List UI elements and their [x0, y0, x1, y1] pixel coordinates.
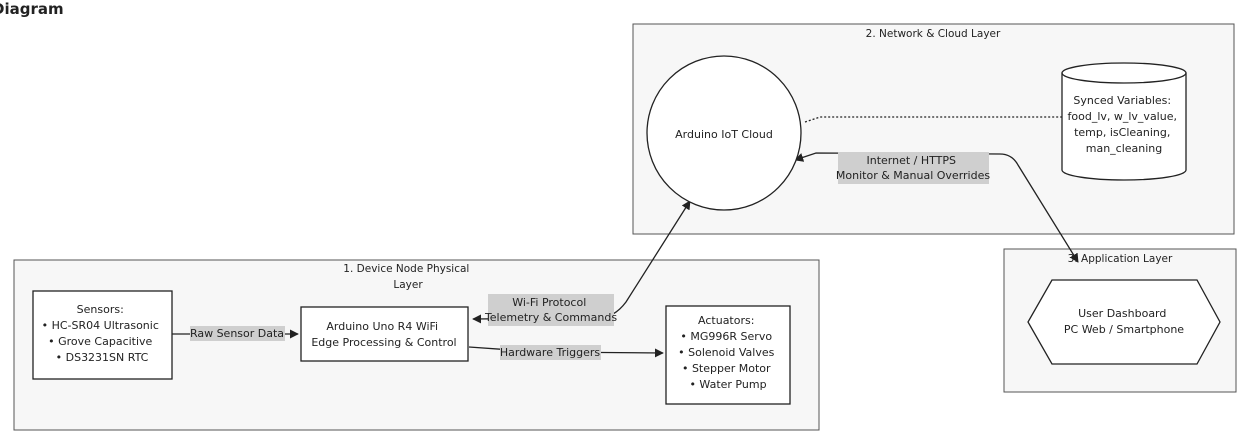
- sensors-node-label: Sensors: • HC-SR04 Ultrasonic • Grove Ca…: [42, 303, 163, 364]
- arduino-node: [300, 306, 469, 362]
- wifi-label-bg: [488, 294, 614, 326]
- device-layer-title: 1. Device Node Physical Layer: [343, 263, 472, 291]
- wifi-label: Wi-Fi Protocol Telemetry & Commands: [484, 296, 617, 324]
- dashboard-node: [1027, 279, 1221, 365]
- actuators-node: [665, 305, 791, 405]
- internet-label: Internet / HTTPS Monitor & Manual Overri…: [836, 154, 990, 182]
- edge-cloud-variables: [804, 116, 1062, 123]
- raw-sensor-label: Raw Sensor Data: [190, 327, 284, 340]
- diagram-title: Diagram: [0, 0, 64, 18]
- hardware-triggers-label: Hardware Triggers: [500, 346, 601, 359]
- dashboard-node-label: User Dashboard PC Web / Smartphone: [1064, 307, 1184, 336]
- cloud-node: [646, 55, 802, 211]
- variables-node: [1061, 62, 1187, 181]
- app-layer-title: 3. Application Layer: [1068, 253, 1173, 265]
- edge-internet: [794, 152, 1079, 263]
- arduino-node-label: Arduino Uno R4 WiFi Edge Processing & Co…: [311, 320, 456, 349]
- hardware-triggers-label-bg: [500, 345, 601, 360]
- internet-label-bg: [838, 152, 989, 184]
- cloud-node-label: Arduino IoT Cloud: [675, 128, 773, 141]
- actuators-node-label: Actuators: • MG996R Servo • Solenoid Val…: [678, 314, 778, 391]
- cloud-layer-title: 2. Network & Cloud Layer: [866, 28, 1001, 40]
- sensors-node: [32, 290, 173, 380]
- variables-node-lid: [1061, 72, 1187, 84]
- raw-sensor-label-bg: [190, 326, 285, 341]
- variables-node-label: Synced Variables: food_lv, w_lv_value, t…: [1068, 94, 1181, 155]
